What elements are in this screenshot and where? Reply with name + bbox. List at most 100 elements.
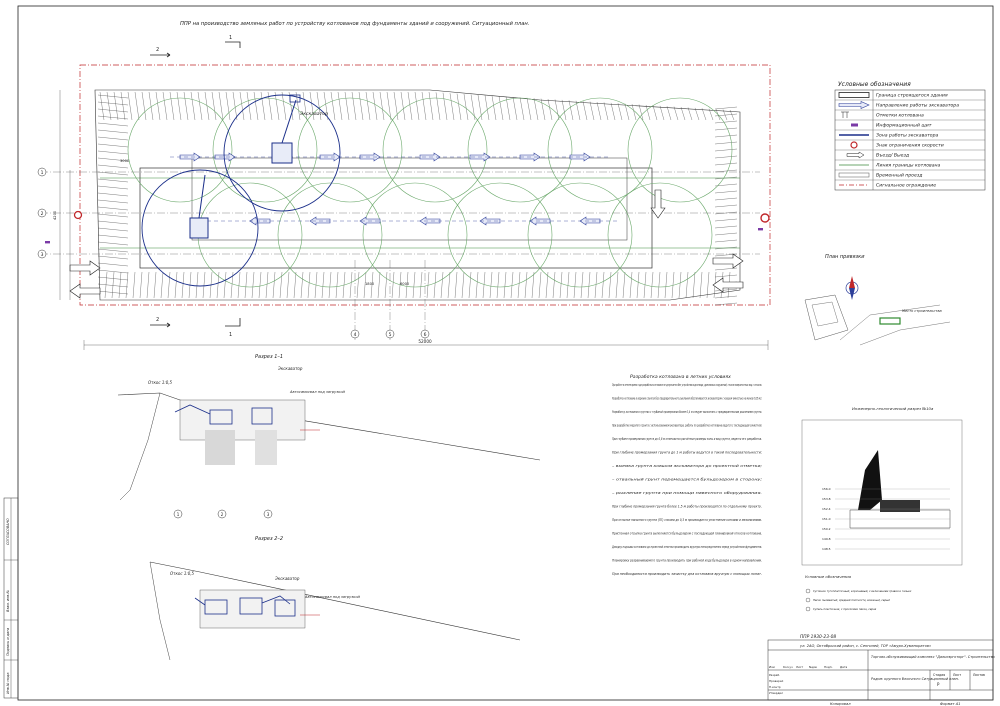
profile-legend-item-3: Супесь пластичная, с прослоями песка, се… (813, 607, 877, 611)
legend-item-6: Знак ограничения скорости (876, 143, 944, 149)
profile-level-6: 149.8 (822, 537, 831, 541)
title-code: ППР 1930-23-08 (800, 634, 836, 640)
note-paragraph-10: При глубине промерзания грунта более 1,5… (612, 505, 762, 509)
title-role-4: Утвердил (769, 691, 783, 695)
excavator-bottom (141, 169, 259, 287)
notes-title: Разработка котлована в летних условиях (630, 374, 731, 380)
pit-bottom (139, 167, 653, 269)
excavator-work-zones (127, 97, 733, 288)
slope-outline (94, 89, 741, 301)
legend-item-4: Информационный щит (876, 123, 932, 129)
profile-level-1: 156.0 (822, 487, 831, 491)
profile-level-7: 148.5 (822, 547, 831, 551)
stamp-field-1: Взам. инв.№ (6, 590, 10, 612)
title-location: ул. 2АО, Октябрьский район, с. Сенгилей,… (799, 644, 931, 648)
note-paragraph-2: Разработку котлована в верхних грунтах б… (612, 397, 762, 401)
title-object: Торгово-обслуживающий комплекс "Дальнэрг… (871, 655, 995, 659)
profile-level-5: 150.2 (822, 527, 831, 531)
axis-marks-bottom: 4 5 6 (350, 329, 430, 339)
info-board-1 (758, 228, 763, 231)
title-head-col-2: Кол.уч (783, 665, 793, 669)
excavator-label-s2: Экскаватор (274, 576, 300, 581)
profile-level-4: 151.0 (822, 517, 831, 521)
info-board-2 (45, 241, 50, 244)
legend-item-2: Направление работы экскаватора (876, 103, 959, 109)
signal-fence (79, 64, 771, 306)
slope-label-2: Откос 1:0,5 (170, 571, 195, 576)
copied-label: Копировал (830, 702, 851, 706)
legend-item-3: Отметки котлована (876, 113, 924, 119)
stamp-field-3: Инв.№ подл. (6, 672, 10, 694)
legend-item-8: Линия границы котлована (875, 163, 941, 169)
sheet-frame (17, 5, 994, 701)
section-mark-2-top: 2 (156, 47, 159, 53)
side-stamp: СОГЛАСОВАНО Взам. инв.№ Подпись и дата И… (3, 497, 19, 699)
title-sheets-label: Листов (973, 673, 985, 677)
title-head-col-1: Изм (769, 665, 775, 669)
dimension-lines (59, 90, 769, 350)
excavator-label-s1: Экскаватор (277, 366, 303, 371)
note-paragraph-12: Пристенная отсыпка грунта выполняется бу… (612, 532, 762, 536)
axis-label-6: 6 (424, 332, 427, 338)
building-boundary (191, 157, 628, 241)
title-role-3: Н.контр (769, 685, 781, 689)
note-paragraph-5: При глубине промерзания грунта до 0,8 м … (612, 437, 762, 441)
note-paragraph-9: – рыхление грунта при помощи навесного о… (612, 491, 762, 495)
legend-item-10: Сигнальное ограждение (876, 183, 936, 189)
section-mark-1-top: 1 (229, 35, 232, 41)
axis-label-2: 2 (41, 211, 44, 217)
dim-1: 1800 (365, 282, 375, 286)
note-paragraph-6: При глубине промерзания грунта до 1 м ра… (612, 451, 762, 455)
legend-title: Условные обозначения (838, 81, 911, 88)
note-paragraph-13: Доводку подошвы котлована до проектной о… (611, 545, 762, 549)
note-paragraph-15: При необходимости производить зачистку д… (612, 572, 762, 576)
section-mark-1-bottom: 1 (229, 332, 232, 338)
grid-axes (40, 171, 760, 340)
slope-hatching (97, 91, 738, 306)
legend-item-9: Временный проезд (876, 173, 922, 179)
profile-legend-title: Условные обозначения (805, 574, 852, 579)
sheet-title: ППР на производство земляных работ по ус… (180, 21, 529, 27)
legend-item-5: Зона работы экскаватора (876, 133, 939, 139)
title-stage: Р (937, 682, 940, 687)
title-sheet-name: Рядом: крупного блоочного Ситуационный п… (871, 677, 959, 681)
dim-4: 3000 (120, 159, 130, 163)
axis-marks-left: 1 2 3 (37, 167, 47, 259)
site-plan: 1 2 3 4 5 6 2 2 1 1 (37, 35, 771, 350)
geo-profile: Инженерно-геологический разрез №10а 156.… (801, 406, 963, 612)
note-paragraph-11: При отсыпке насыпного грунта (ПГ) слоями… (612, 518, 762, 522)
title-block (767, 639, 994, 701)
section-1-1: Разрез 1–1 Откос 1:0,5 Экскаватор Автоса… (117, 354, 541, 519)
section-1-title: Разрез 1–1 (255, 354, 283, 360)
legend-item-1: Граница строящегося здания (876, 93, 948, 99)
axis-label-1: 1 (41, 170, 44, 176)
key-plan-tag: Место строительства (902, 309, 942, 313)
dim-overall: 52000 (418, 339, 432, 344)
dim-2: 6000 (400, 282, 410, 286)
format-label: Формат А1 (940, 702, 960, 706)
key-plan: План привязки Место строительства (804, 254, 951, 346)
title-stage-label: Стадия (933, 673, 945, 677)
profile-title: Инженерно-геологический разрез №10а (852, 406, 934, 411)
slope-label-1: Откос 1:0,5 (148, 380, 173, 385)
truck-label-s2: Автосамосвал под загрузкой (304, 595, 361, 599)
note-paragraph-14: Планировку разравниваемого грунта произв… (612, 559, 762, 563)
profile-level-3: 152.4 (822, 507, 831, 511)
dim-3: 4200 (53, 210, 57, 220)
title-head-col-6: Дата (840, 665, 848, 669)
work-direction-arrows (170, 152, 620, 226)
excavator-label-plan: Экскаватор (299, 111, 328, 117)
stamp-approved: СОГЛАСОВАНО (6, 518, 10, 545)
truck-label-s1: Автосамосвал под загрузкой (289, 390, 346, 394)
section-2-title: Разрез 2–2 (255, 536, 283, 542)
title-role-2: Проверил (769, 679, 784, 683)
svg-text:1: 1 (177, 512, 180, 517)
legend: Условные обозначения Граница строящегося… (834, 81, 986, 191)
profile-level-2: 153.8 (822, 497, 831, 501)
note-paragraph-3: Разработку котлована в грунтах с глубино… (612, 410, 762, 414)
stamp-field-2: Подпись и дата (6, 628, 10, 656)
svg-text:2: 2 (221, 512, 224, 517)
title-role-1: Разраб. (769, 673, 780, 677)
section-mark-2-bottom: 2 (156, 317, 159, 323)
